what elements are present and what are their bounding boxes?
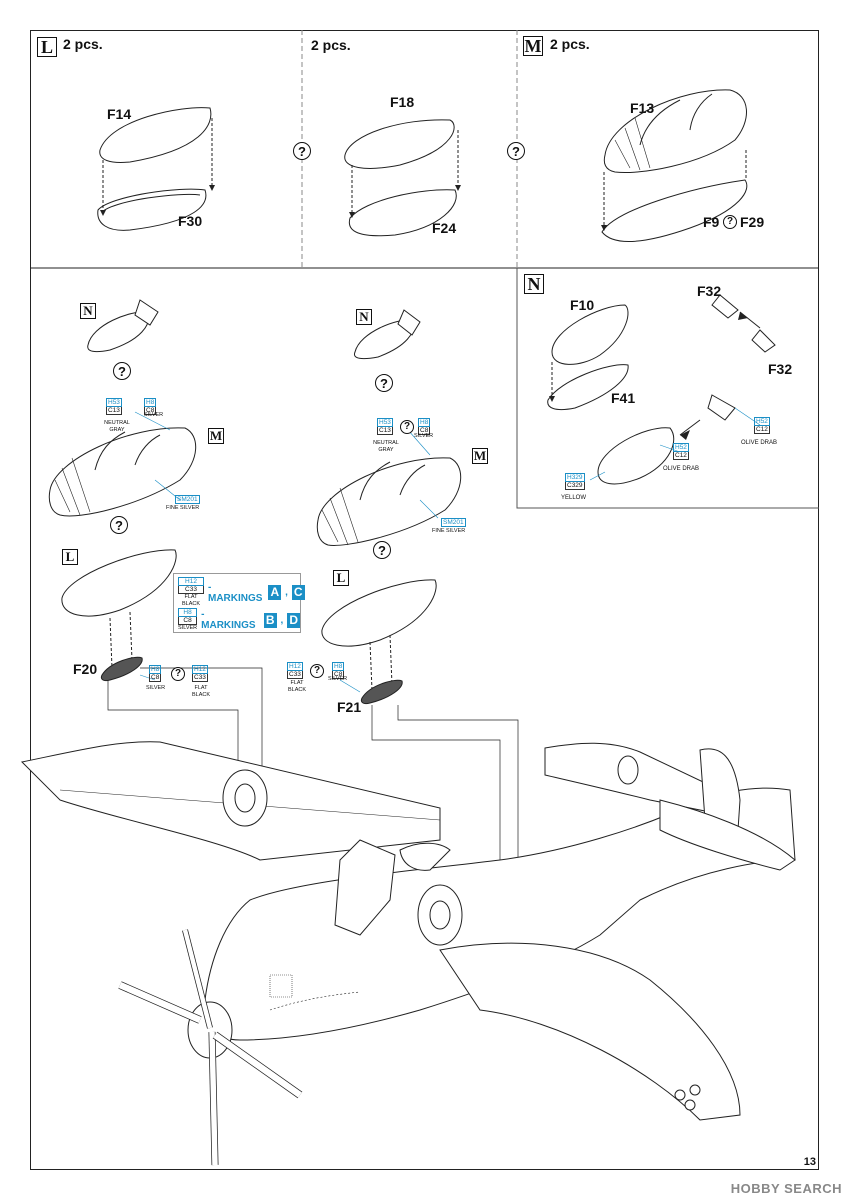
tank-left-badge-m: M: [208, 428, 224, 444]
section-m-badge: M: [523, 36, 543, 56]
paint-fine-silver-left-name: FINE SILVER: [166, 505, 200, 511]
tank-right-badge-l: L: [333, 570, 349, 586]
page-number: 13: [803, 1156, 816, 1168]
marking-c-badge: C: [291, 585, 305, 600]
bomb-f10: [547, 294, 776, 485]
or-symbol-2: ?: [507, 142, 525, 160]
page-frame: [30, 30, 819, 1170]
marking-a-badge: A: [268, 585, 282, 600]
paint-silver-f21-name: SILVER: [328, 676, 348, 682]
legend-sep-1: ,: [285, 587, 288, 598]
tank-f14: [97, 107, 213, 231]
paint-neutral-gray-right-name: NEUTRAL GRAY: [373, 440, 399, 453]
label-f21: F21: [337, 699, 362, 715]
or-symbol-5: ?: [110, 516, 128, 534]
paint-olive-drab-2-name: OLIVE DRAB: [663, 466, 700, 472]
label-f20: F20: [73, 661, 98, 677]
section-n-box: [516, 268, 819, 509]
or-symbol-3: ?: [723, 215, 737, 229]
marking-d-badge: D: [287, 612, 300, 628]
or-symbol-1: ?: [293, 142, 311, 160]
section-n-badge: N: [524, 274, 544, 294]
legend-sep-2: ,: [280, 614, 284, 626]
paint-yellow-name: YELLOW: [561, 495, 587, 501]
label-f41: F41: [611, 390, 636, 406]
label-f30: F30: [178, 213, 203, 229]
watermark: HOBBY SEARCH: [730, 1181, 842, 1196]
or-symbol-9: ?: [373, 541, 391, 559]
paint-fine-silver-right: SM201: [441, 518, 466, 527]
paint-flat-black-f20-name: FLAT BLACK: [191, 685, 211, 698]
tank-m-right: [316, 457, 462, 546]
or-symbol-8: ?: [400, 420, 414, 434]
bomb-small-right: [353, 309, 421, 360]
label-f32-a: F32: [697, 283, 722, 299]
paint-silver-right-name: SILVER: [414, 433, 434, 439]
or-symbol-7: ?: [375, 374, 393, 392]
tank-l-right: [321, 579, 437, 705]
label-f18: F18: [390, 94, 415, 110]
label-f29: F29: [740, 214, 765, 230]
legend-markings-text-1: - MARKINGS: [208, 581, 263, 604]
or-symbol-4: ?: [113, 362, 131, 380]
bomb-small-left: [87, 299, 159, 353]
tank-right-badge-m: M: [472, 448, 488, 464]
section-alt-qty: 2 pcs.: [311, 37, 351, 53]
paint-fine-silver-left: SM201: [175, 495, 200, 504]
tank-f13: [601, 89, 748, 243]
paint-olive-drab-1-name: OLIVE DRAB: [741, 440, 778, 446]
paint-flat-black-f21-name: FLAT BLACK: [287, 680, 307, 693]
section-l-badge: L: [37, 37, 57, 57]
label-f13: F13: [630, 100, 655, 116]
tank-l-left: [61, 549, 177, 682]
section-m-qty: 2 pcs.: [550, 36, 590, 52]
or-symbol-10: ?: [310, 664, 324, 678]
bomb-right-badge-n: N: [356, 309, 372, 325]
bomb-left-badge-n: N: [80, 303, 96, 319]
legend-markings-text-2: - MARKINGS: [201, 609, 256, 631]
aircraft-drawing: [20, 741, 796, 1166]
paint-silver-left-name: SILVER: [144, 412, 164, 418]
paint-silver-f20-name: SILVER: [146, 685, 166, 691]
label-f24: F24: [432, 220, 457, 236]
or-symbol-6: ?: [171, 667, 185, 681]
marking-b-badge: B: [263, 612, 277, 628]
tank-m-left: [48, 427, 197, 517]
paint-neutral-gray-left-name: NEUTRAL GRAY: [104, 420, 130, 433]
label-f10: F10: [570, 297, 595, 313]
tank-left-badge-l: L: [62, 549, 78, 565]
section-l-qty: 2 pcs.: [63, 36, 103, 52]
label-f9: F9: [703, 214, 720, 230]
label-f32-b: F32: [768, 361, 793, 377]
paint-fine-silver-right-name: FINE SILVER: [432, 528, 466, 534]
label-f14: F14: [107, 106, 132, 122]
tank-f18: [344, 119, 459, 237]
